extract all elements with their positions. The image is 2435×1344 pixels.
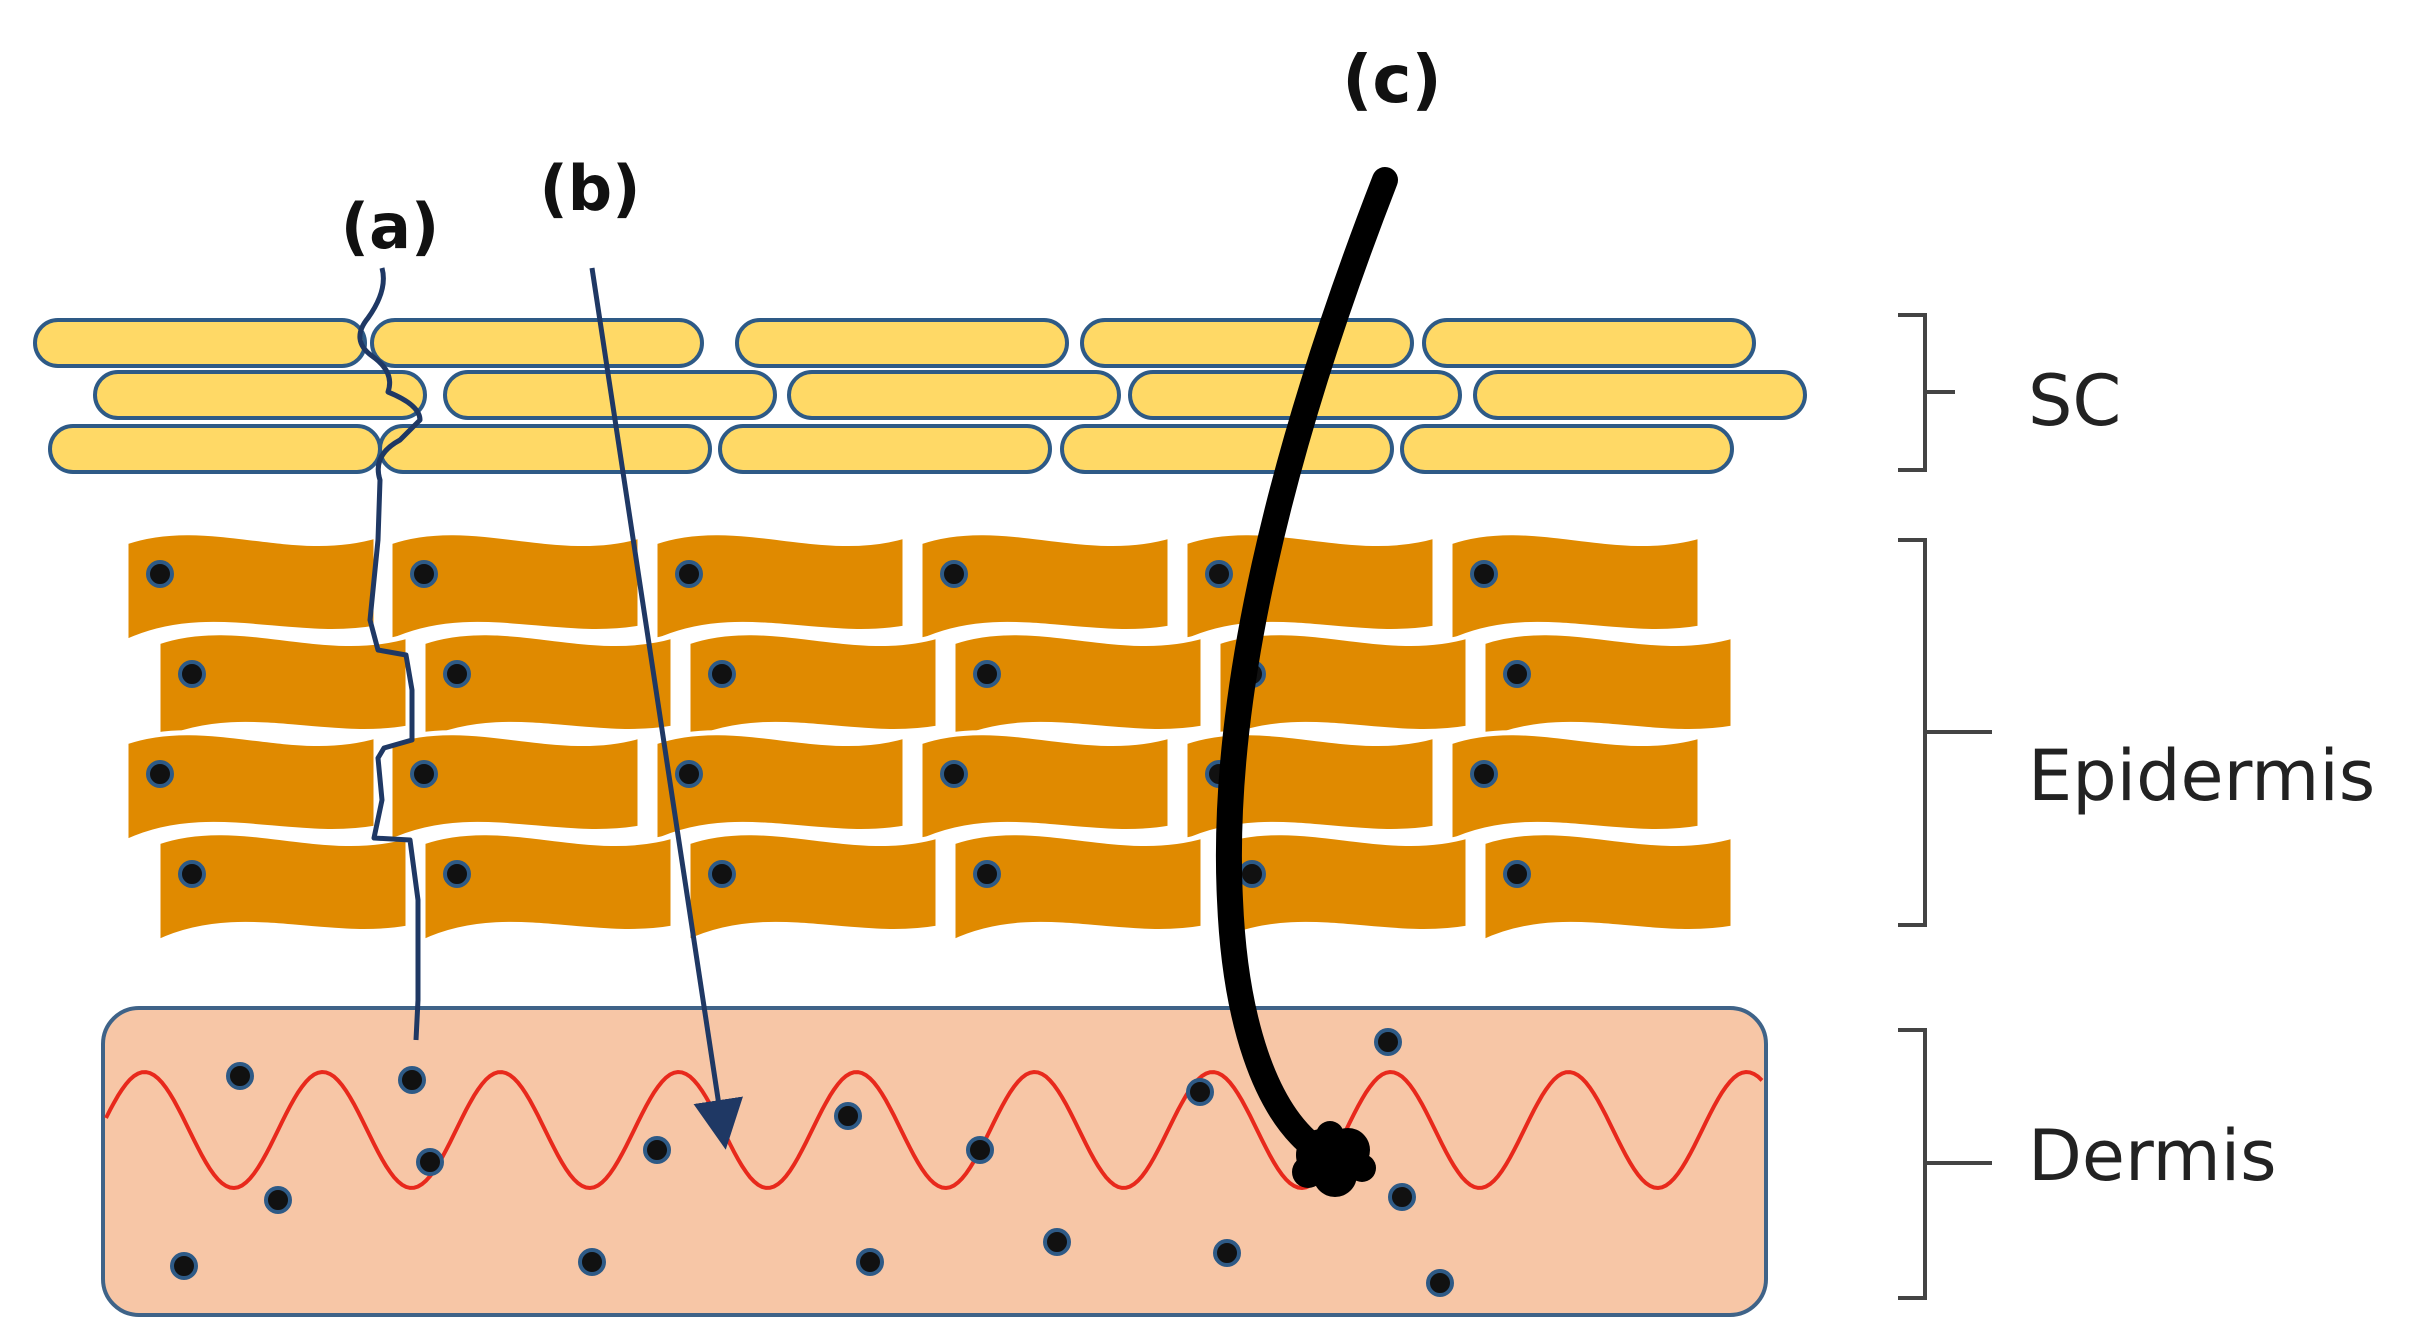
keratinocyte bbox=[652, 730, 908, 846]
dermis-nucleus bbox=[643, 1136, 671, 1164]
keratinocyte bbox=[950, 830, 1206, 946]
route-b-transcellular bbox=[589, 267, 743, 1150]
epidermis-layer bbox=[123, 530, 1736, 946]
keratinocyte-nucleus bbox=[708, 860, 736, 888]
corneocyte bbox=[787, 370, 1121, 420]
dermis-nucleus bbox=[264, 1186, 292, 1214]
dermis-nucleus bbox=[1388, 1183, 1416, 1211]
route-c-follicular bbox=[1215, 167, 1398, 1197]
keratinocyte-nucleus bbox=[410, 560, 438, 588]
bracket-epidermis bbox=[1898, 538, 1992, 927]
route-c-label: (c) bbox=[1342, 41, 1441, 118]
keratinocyte-nucleus bbox=[146, 760, 174, 788]
keratinocyte bbox=[387, 730, 643, 846]
keratinocyte bbox=[155, 630, 411, 746]
dermis-nucleus bbox=[578, 1248, 606, 1276]
dermis-nucleus bbox=[834, 1102, 862, 1130]
dermis-nucleus bbox=[1374, 1028, 1402, 1056]
layer-label-epidermis: Epidermis bbox=[2028, 735, 2375, 817]
corneocyte bbox=[1473, 370, 1807, 420]
keratinocyte-nucleus bbox=[178, 660, 206, 688]
keratinocyte-nucleus bbox=[178, 860, 206, 888]
keratinocyte bbox=[1215, 830, 1471, 946]
keratinocyte bbox=[1480, 830, 1736, 946]
dermis-nucleus bbox=[966, 1136, 994, 1164]
keratinocyte-nucleus bbox=[443, 660, 471, 688]
keratinocyte-nucleus bbox=[410, 760, 438, 788]
keratinocyte bbox=[420, 830, 676, 946]
stratum-corneum-layer bbox=[33, 318, 1807, 474]
keratinocyte bbox=[1447, 730, 1703, 846]
corneocyte bbox=[735, 318, 1069, 368]
keratinocyte bbox=[1480, 630, 1736, 746]
dermis-nuclei bbox=[170, 1028, 1454, 1297]
dermis-block bbox=[101, 1006, 1768, 1317]
dermis-layer bbox=[101, 1006, 1768, 1317]
hair-shaft bbox=[1215, 167, 1398, 1161]
keratinocyte-nucleus bbox=[675, 560, 703, 588]
corneocyte bbox=[93, 370, 427, 420]
keratinocyte bbox=[387, 530, 643, 646]
route-a-label: (a) bbox=[341, 190, 440, 263]
dermis-nucleus bbox=[1186, 1078, 1214, 1106]
keratinocyte-nucleus bbox=[443, 860, 471, 888]
keratinocyte-nucleus bbox=[146, 560, 174, 588]
corneocyte bbox=[1060, 424, 1394, 474]
keratinocyte-nucleus bbox=[1503, 660, 1531, 688]
keratinocyte-nucleus bbox=[1205, 560, 1233, 588]
dermis-nucleus bbox=[1426, 1269, 1454, 1297]
keratinocyte-nucleus bbox=[973, 660, 1001, 688]
dermis-nucleus bbox=[856, 1248, 884, 1276]
route-a-path bbox=[357, 267, 423, 1041]
keratinocyte-nucleus bbox=[1503, 860, 1531, 888]
keratinocyte-nucleus bbox=[1470, 760, 1498, 788]
corneocyte bbox=[718, 424, 1052, 474]
keratinocyte bbox=[685, 830, 941, 946]
corneocyte bbox=[1080, 318, 1414, 368]
route-b-arrow bbox=[589, 267, 743, 1150]
route-a-intercellular bbox=[357, 267, 426, 1094]
keratinocyte bbox=[917, 530, 1173, 646]
keratinocyte bbox=[1447, 530, 1703, 646]
dermis-nucleus bbox=[170, 1252, 198, 1280]
keratinocyte bbox=[420, 630, 676, 746]
keratinocyte-nucleus bbox=[940, 560, 968, 588]
layer-label-sc: SC bbox=[2028, 360, 2121, 442]
corneocyte bbox=[48, 424, 382, 474]
keratinocyte bbox=[123, 530, 379, 646]
dermis-nucleus bbox=[1213, 1239, 1241, 1267]
keratinocyte bbox=[685, 630, 941, 746]
corneocyte bbox=[370, 318, 704, 368]
corneocyte bbox=[1400, 424, 1734, 474]
keratinocyte bbox=[950, 630, 1206, 746]
keratinocyte-nucleus bbox=[1470, 560, 1498, 588]
keratinocyte bbox=[652, 530, 908, 646]
layer-label-dermis: Dermis bbox=[2028, 1115, 2277, 1197]
keratinocyte-nucleus bbox=[708, 660, 736, 688]
keratinocyte bbox=[1182, 730, 1438, 846]
keratinocyte-nucleus bbox=[940, 760, 968, 788]
keratinocyte-nucleus bbox=[973, 860, 1001, 888]
keratinocyte bbox=[1215, 630, 1471, 746]
corneocyte bbox=[378, 424, 712, 474]
dermis-nucleus bbox=[226, 1062, 254, 1090]
keratinocyte bbox=[917, 730, 1173, 846]
hair-bulb bbox=[1292, 1121, 1376, 1197]
keratinocyte bbox=[155, 830, 411, 946]
keratinocyte-nucleus bbox=[1238, 860, 1266, 888]
capillary-wave bbox=[104, 1069, 1764, 1191]
keratinocyte-nucleus bbox=[675, 760, 703, 788]
bracket-sc bbox=[1898, 313, 1955, 472]
corneocyte bbox=[33, 318, 367, 368]
corneocyte bbox=[1422, 318, 1756, 368]
bracket-dermis bbox=[1898, 1028, 1992, 1300]
dermis-nucleus bbox=[1043, 1228, 1071, 1256]
route-b-label: (b) bbox=[539, 152, 640, 225]
route-a-end-dot bbox=[398, 1066, 426, 1094]
dermis-nucleus bbox=[416, 1148, 444, 1176]
